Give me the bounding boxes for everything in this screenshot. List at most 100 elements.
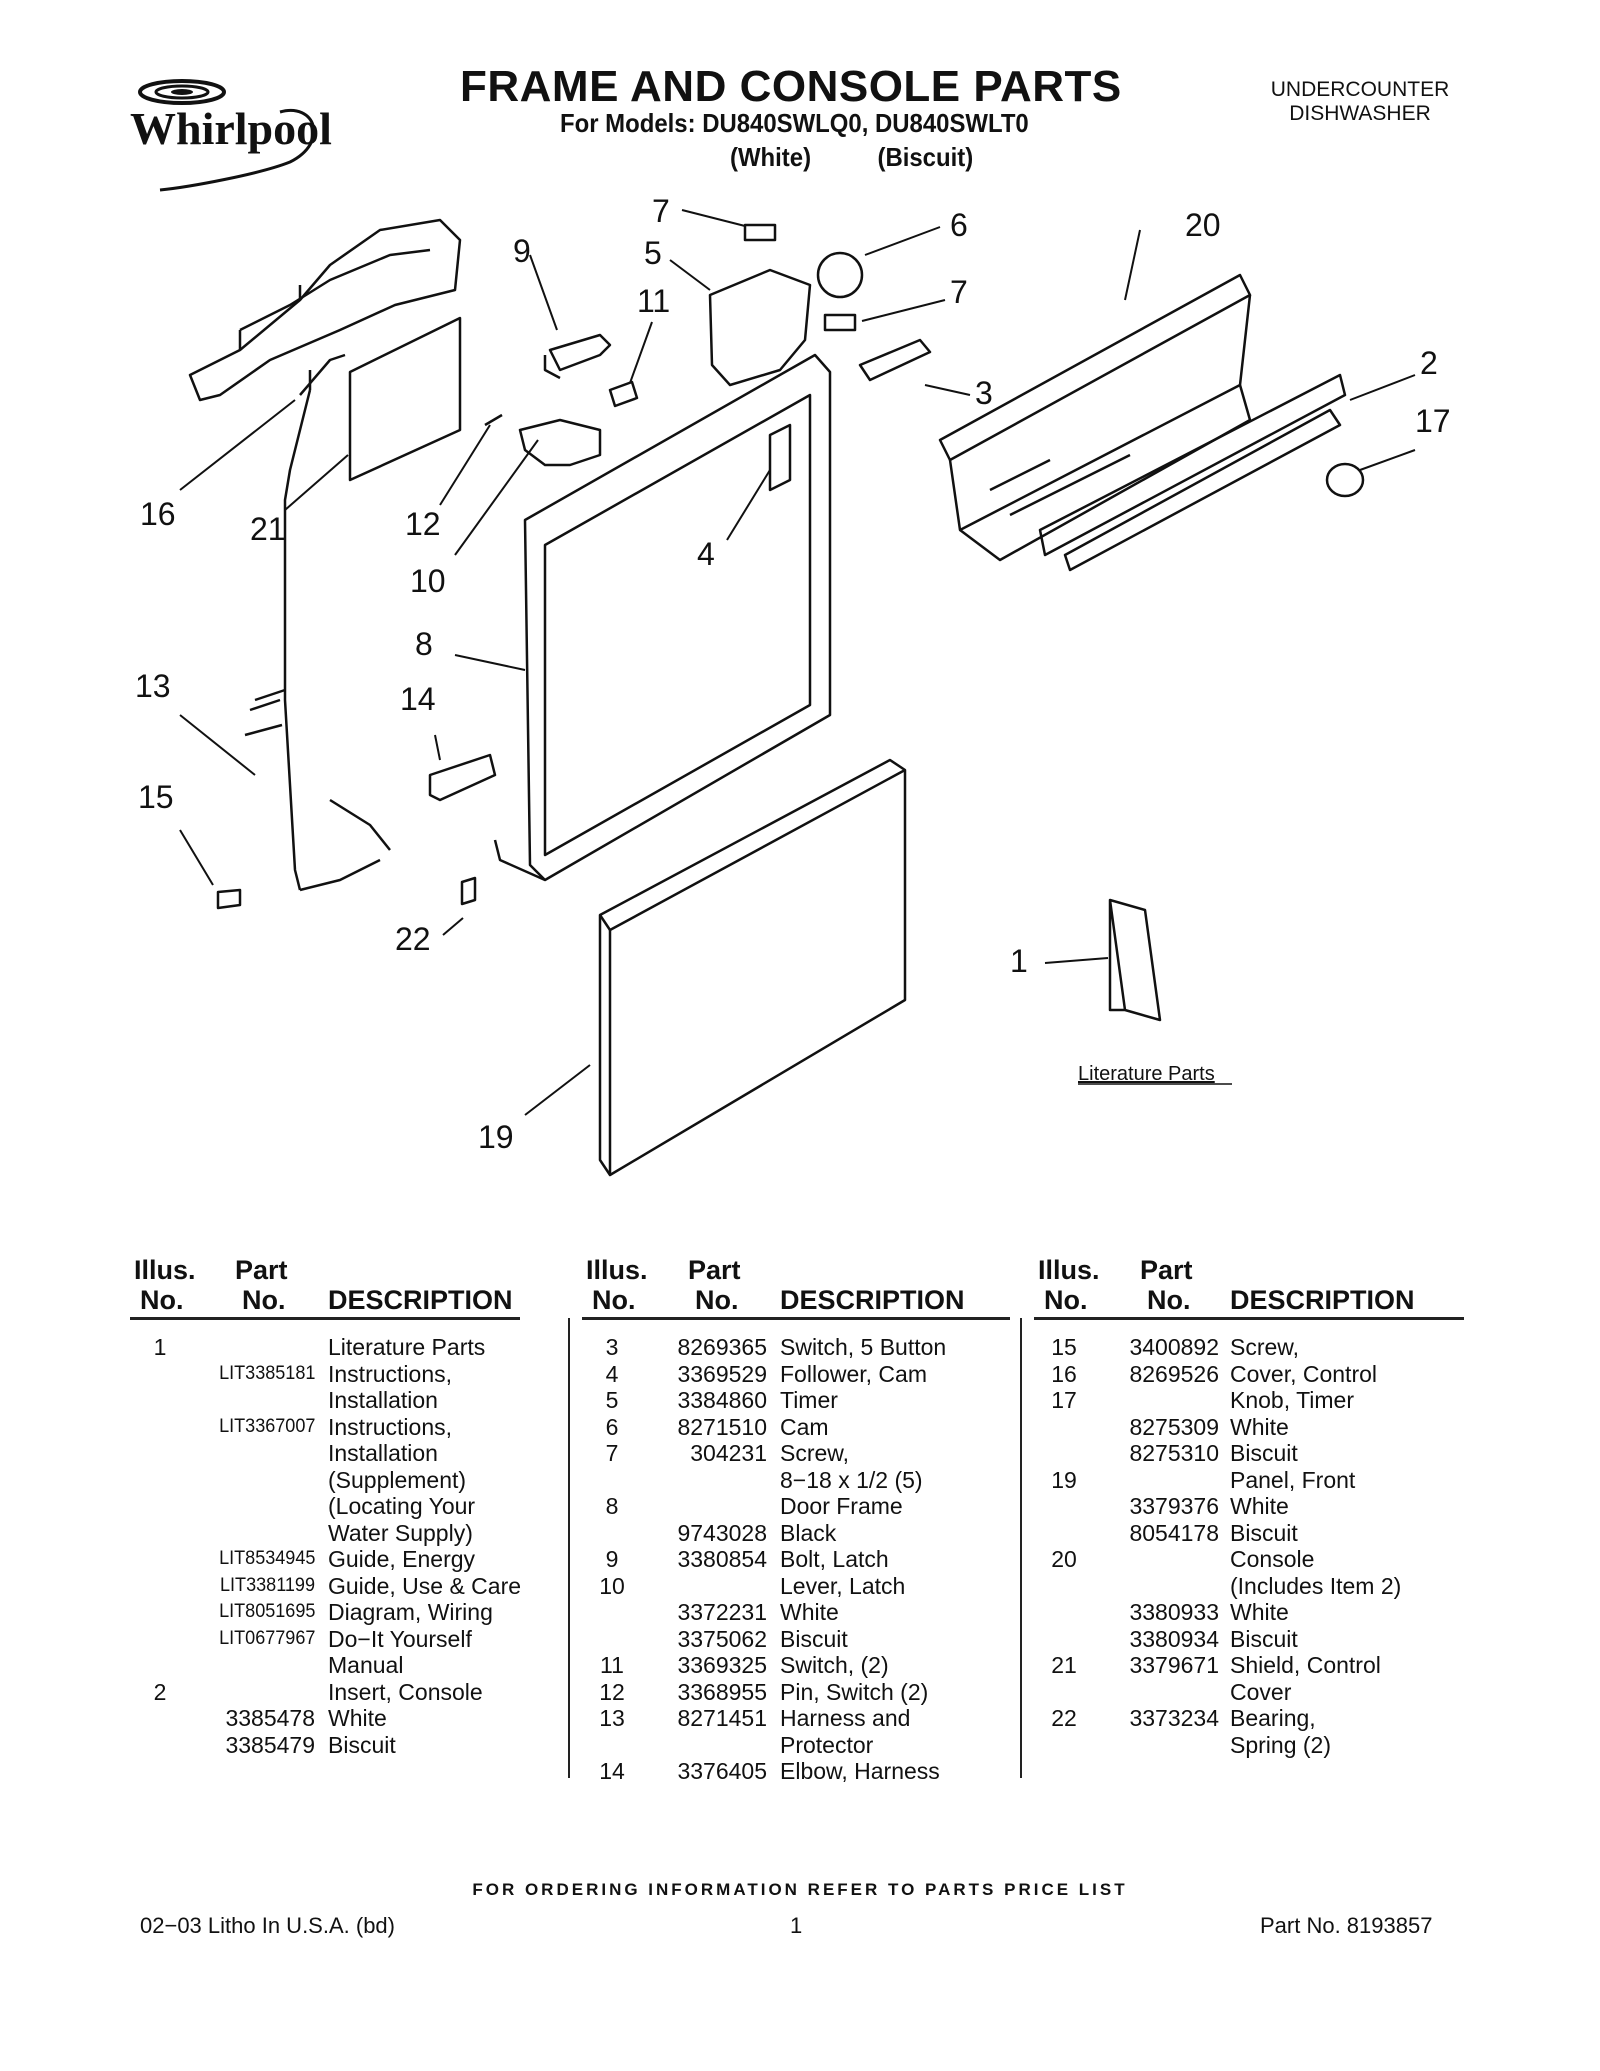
header-illus: Illus.: [134, 1255, 196, 1285]
header-description: DESCRIPTION: [780, 1285, 965, 1315]
table-row: Installation: [130, 1440, 520, 1467]
part-description: Console: [1230, 1546, 1315, 1572]
illus-number: 22: [1051, 1705, 1077, 1731]
part-description: Diagram, Wiring: [328, 1599, 493, 1625]
timer-knob-part: [1325, 462, 1365, 498]
header-illus: Illus.: [586, 1255, 648, 1285]
callout-number: 2: [1420, 345, 1438, 381]
part-number: 3369325: [677, 1652, 767, 1678]
part-description: White: [1230, 1493, 1289, 1519]
front-panel-part: [598, 758, 907, 1177]
part-number: 3372231: [677, 1599, 767, 1625]
part-description: Knob, Timer: [1230, 1387, 1354, 1413]
part-description: Timer: [780, 1387, 838, 1413]
table-header: Illus. No. Part No. DESCRIPTION: [130, 1255, 520, 1320]
screw-part-harness: [216, 888, 242, 910]
callout-number: 15: [138, 779, 174, 815]
part-description: Instructions,: [328, 1360, 452, 1387]
shield-control-cover-part: [348, 316, 462, 482]
page-number: 1: [790, 1913, 803, 1938]
illus-number: 16: [1051, 1360, 1077, 1387]
part-description: Switch, 5 Button: [780, 1334, 947, 1360]
table-row: 3375062 Biscuit: [582, 1626, 1010, 1653]
part-description: Biscuit: [328, 1731, 396, 1758]
part-description: White: [1230, 1599, 1289, 1625]
cam-follower-part: [768, 423, 792, 492]
part-description: Shield, Control: [1230, 1652, 1381, 1678]
model-numbers: For Models: DU840SWLQ0, DU840SWLT0: [560, 108, 1029, 138]
print-info: 02−03 Litho In U.S.A. (bd): [140, 1913, 395, 1938]
callout-number: 20: [1185, 207, 1221, 243]
part-description: Protector: [780, 1731, 874, 1758]
timer-part: [708, 268, 812, 387]
part-number: LIT0677967: [218, 1627, 315, 1649]
callout-number: 7: [652, 193, 670, 229]
table-row: Installation: [130, 1387, 520, 1414]
part-number: 3385478: [225, 1705, 315, 1731]
part-number: 8271451: [677, 1705, 767, 1731]
console-insert-part: [1038, 373, 1347, 572]
part-number: LIT3367007: [218, 1415, 315, 1437]
part-description: Biscuit: [1230, 1519, 1298, 1546]
illus-number: 7: [605, 1440, 619, 1466]
harness-elbow-part: [428, 753, 497, 802]
illus-number: 9: [605, 1546, 619, 1572]
part-description: Biscuit: [1230, 1440, 1298, 1466]
part-number: LIT8534945: [218, 1548, 315, 1569]
illus-number: 8: [605, 1493, 619, 1519]
part-description: Biscuit: [780, 1625, 848, 1652]
illus-number: 15: [1051, 1334, 1077, 1360]
table-row: Water Supply): [130, 1520, 520, 1547]
header-illus-no: No.: [1044, 1285, 1088, 1315]
illus-number: 4: [605, 1360, 619, 1387]
part-number: 8275309: [1129, 1413, 1219, 1440]
callout-number: 22: [395, 921, 431, 957]
part-number: LIT3381199: [219, 1574, 315, 1596]
leader-lines: [179, 209, 1416, 1116]
table-row: Cover: [1034, 1679, 1464, 1706]
column-divider: [568, 1318, 570, 1778]
part-number: 3375062: [677, 1625, 767, 1652]
callout-number: 5: [644, 235, 662, 271]
whirlpool-logo: Whirlpool: [130, 79, 332, 192]
header-part-no: No.: [695, 1285, 739, 1315]
five-button-switch-part: [858, 338, 932, 382]
header-part-no: No.: [242, 1285, 286, 1315]
part-description: (Supplement): [328, 1466, 467, 1493]
table-row: Manual: [130, 1652, 520, 1679]
callout-number: 4: [697, 536, 715, 572]
illus-number: 12: [599, 1678, 625, 1705]
part-description: Water Supply): [328, 1519, 473, 1546]
illus-number: 5: [605, 1387, 619, 1413]
table-row: Protector: [582, 1732, 1010, 1759]
callout-number: 19: [478, 1119, 514, 1155]
part-description: Installation: [328, 1440, 438, 1466]
appliance-line-2: DISHWASHER: [1289, 102, 1431, 125]
illus-number: 11: [600, 1652, 624, 1678]
callout-number: 16: [140, 496, 176, 532]
latch-lever-part: [518, 418, 602, 467]
illus-number: 10: [599, 1572, 625, 1599]
part-number: 8269365: [677, 1334, 767, 1360]
callout-number: 3: [975, 375, 993, 411]
illus-number: 20: [1051, 1546, 1077, 1572]
